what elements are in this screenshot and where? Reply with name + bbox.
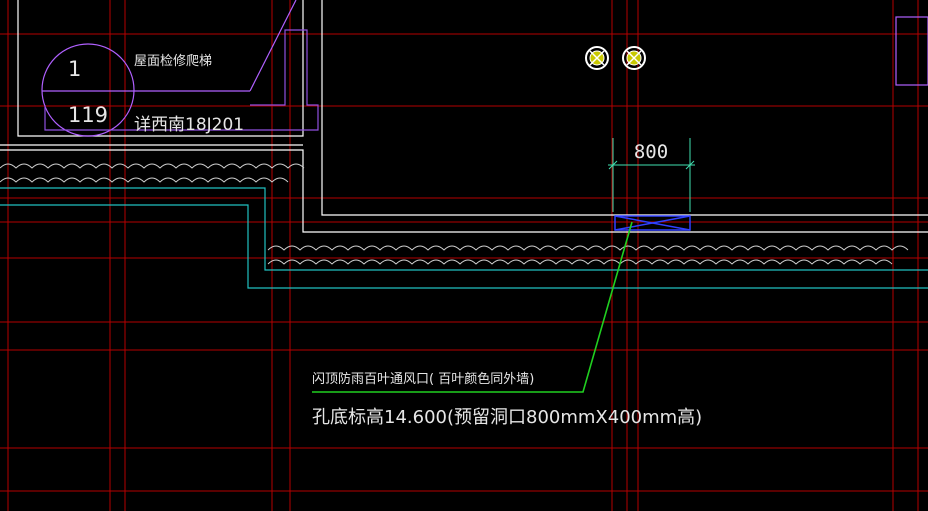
vent-fan-icon[interactable] [585,46,609,70]
slab-line-upper [0,187,928,271]
wall-outlines [0,0,928,233]
slab-lines [0,187,928,289]
tile-row [0,177,289,183]
detail-title: 屋面检修爬梯 [134,54,212,69]
wall-left-room [17,0,304,137]
slab-line-lower [0,204,928,289]
roof-tile-pattern [0,163,909,265]
vent-fan-icon[interactable] [622,46,646,70]
vent-opening-cross [614,215,691,231]
equipment-box[interactable] [895,16,928,86]
ladder-outline [44,29,319,131]
vent-opening-rect [614,215,691,231]
tile-row [267,245,909,251]
vent-opening[interactable] [614,215,691,231]
dimension-tick [685,160,695,170]
tile-row [267,259,893,265]
note-line-1: 闪顶防雨百叶通风口( 百叶颜色同外墙) [312,371,534,387]
ladder-line [249,0,297,92]
note-line-2: 孔底标高14.600(预留洞口800mmX400mm高) [312,407,702,428]
detail-sheet-number: 119 [68,103,108,127]
vent-fans [585,46,646,70]
wall-parapet-outer [0,149,928,233]
ladder-detail[interactable] [41,0,319,137]
leader-line [312,221,633,393]
wall-right-room [321,0,928,216]
dimension-800 [608,138,695,212]
tile-row [0,163,305,169]
dimension-tick [608,160,618,170]
detail-symbol-circle[interactable] [41,43,135,137]
detail-reference: 详西南18J201 [134,115,244,135]
dimension-text: 800 [634,141,668,163]
detail-number: 1 [68,57,81,81]
